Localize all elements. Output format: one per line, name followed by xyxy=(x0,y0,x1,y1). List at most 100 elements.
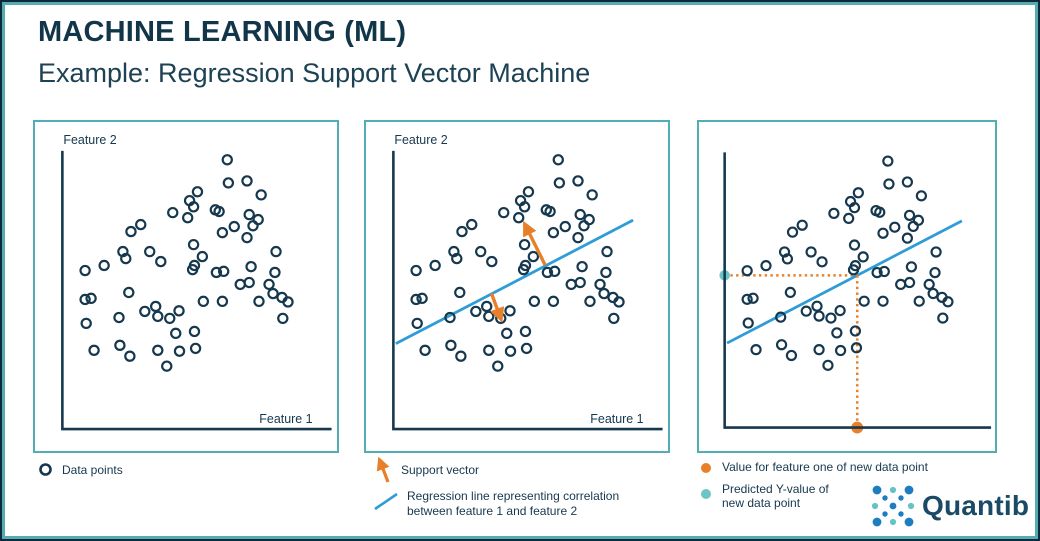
data-point xyxy=(895,278,907,291)
data-point xyxy=(942,296,954,308)
data-point xyxy=(410,264,422,277)
data-point xyxy=(167,206,179,219)
data-point xyxy=(903,209,916,221)
data-point xyxy=(760,260,772,272)
data-point xyxy=(98,259,110,272)
data-point xyxy=(277,312,289,325)
data-point xyxy=(135,218,147,231)
axes xyxy=(61,150,332,431)
data-point xyxy=(831,327,843,339)
data-point xyxy=(848,202,861,214)
data-point xyxy=(255,189,267,201)
legend-label: Regression line representing correlation… xyxy=(407,489,620,518)
data-point xyxy=(905,261,918,273)
data-points-group xyxy=(79,154,294,372)
data-point xyxy=(549,265,561,278)
data-point xyxy=(816,256,828,268)
data-point xyxy=(170,327,182,340)
data-point xyxy=(547,295,560,308)
panel-prediction xyxy=(697,120,997,453)
data-point xyxy=(270,245,282,258)
legend-row: Support vector xyxy=(374,456,619,484)
data-point xyxy=(243,276,255,289)
legend-row: Predicted Y-value of new data point xyxy=(699,482,928,511)
data-point xyxy=(120,252,132,265)
data-point xyxy=(913,295,925,307)
data-point xyxy=(114,339,126,352)
data-point xyxy=(741,265,753,277)
data-point xyxy=(88,344,100,356)
data-point xyxy=(79,293,91,306)
data-point xyxy=(411,317,423,330)
data-point xyxy=(123,286,135,299)
data-point xyxy=(929,266,941,279)
data-point xyxy=(541,266,554,279)
data-point xyxy=(574,208,586,221)
data-point xyxy=(124,350,136,362)
x-axis-label: Feature 1 xyxy=(590,412,643,426)
data-point xyxy=(173,345,186,357)
y-axis-label: Feature 2 xyxy=(63,133,116,147)
data-point xyxy=(187,201,200,213)
data-point xyxy=(903,276,916,289)
data-point xyxy=(518,238,531,251)
data-point xyxy=(813,344,825,356)
data-point xyxy=(883,178,895,190)
data-point xyxy=(877,295,889,307)
data-point xyxy=(186,263,199,276)
data-point xyxy=(786,226,799,238)
data-point xyxy=(811,300,823,312)
legend-label: Predicted Y-value of new data point xyxy=(722,481,829,511)
data-point xyxy=(513,212,525,224)
quantib-logo-mark xyxy=(871,485,915,527)
data-point xyxy=(456,225,468,238)
data-point xyxy=(188,325,201,338)
data-point xyxy=(125,225,137,238)
data-point xyxy=(825,312,837,324)
data-point xyxy=(466,218,478,231)
data-point xyxy=(216,295,229,308)
quantib-logo-text: Quantib xyxy=(922,490,1030,521)
data-point xyxy=(574,276,586,289)
data-point xyxy=(775,339,788,351)
data-point xyxy=(282,296,294,308)
data-point xyxy=(187,238,200,251)
data-point xyxy=(901,232,914,244)
legend-row: Value for feature one of new data point xyxy=(699,460,928,475)
y-axis-label: Feature 2 xyxy=(394,133,447,147)
data-point xyxy=(572,231,584,244)
data-point xyxy=(553,177,566,189)
data-point xyxy=(498,206,510,219)
data-point xyxy=(813,310,825,322)
data-point xyxy=(785,349,798,362)
data-point xyxy=(234,278,246,291)
data-point xyxy=(741,293,753,305)
data-point xyxy=(253,295,265,308)
data-point xyxy=(228,220,240,233)
data-point xyxy=(501,327,513,340)
predicted-y-dot-icon xyxy=(701,488,711,499)
data-point xyxy=(565,278,577,291)
data-point xyxy=(601,245,613,258)
data-points-group xyxy=(741,155,954,371)
data-point xyxy=(849,325,862,337)
data-point xyxy=(475,245,487,258)
data-point xyxy=(520,342,533,355)
data-point xyxy=(586,189,598,201)
data-point xyxy=(805,246,817,258)
data-point xyxy=(608,312,620,325)
panel-regression-svm: Feature 2 Feature 1 xyxy=(364,120,670,453)
data-point xyxy=(882,155,894,167)
data-point xyxy=(216,226,229,239)
data-point xyxy=(504,305,516,317)
data-point xyxy=(218,265,230,278)
data-point xyxy=(572,175,584,187)
data-point xyxy=(915,190,928,202)
data-point xyxy=(547,226,560,239)
data-point xyxy=(878,265,890,278)
support-vector-arrow-icon xyxy=(376,456,390,483)
data-point xyxy=(161,360,173,372)
data-point xyxy=(155,255,167,268)
